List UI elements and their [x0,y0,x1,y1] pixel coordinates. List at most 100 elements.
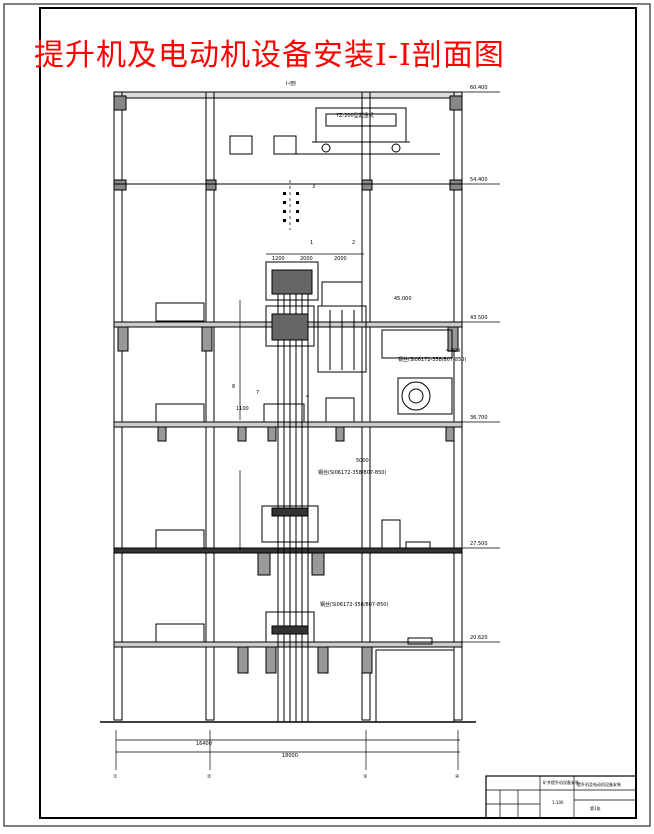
callout: 8 [232,384,235,390]
mark [283,210,286,213]
beam [257,552,271,576]
motor [321,281,363,307]
callout: 4 [306,394,309,400]
dimension-label: 18000 [282,753,298,759]
beam [311,552,325,576]
title-block-frame [485,775,637,819]
elevation-labels: 60.400 54.400 43.500 36.700 27.500 20.62… [470,85,488,641]
beam [267,426,277,442]
title-block-text: 矿井提升机设备安装 提升机及电动机设备安装 1:100 第1张 [543,779,621,811]
platform-clamp [271,507,309,517]
beam [201,326,213,352]
tb-scale: 1:100 [552,800,564,805]
equipment-label: 钢丝(SI06172-358/807-850) [398,356,466,363]
dimension-label: 5000 [356,458,369,464]
equipment-label: YZ-200型起重机 [335,112,374,119]
dimension-label: 16400 [196,741,212,747]
platform [263,403,305,423]
tb-drawing: 提升机及电动机设备安装 [577,781,621,787]
view-label: I-I剖 [286,80,296,87]
hoist-drum [265,261,319,301]
tb-sheet: 第1张 [590,805,601,811]
mark [296,192,299,195]
floor-27 [113,547,463,554]
beam [237,646,249,674]
mark [283,192,286,195]
brick-stack [155,302,205,322]
column-1 [113,91,123,721]
column-head [113,179,127,191]
mark [296,210,299,213]
mark [296,219,299,222]
elevation-label: 20.620 [470,635,488,641]
platform-clamp [271,625,309,635]
callout: 2 [352,240,355,246]
hoist-drum-core [271,269,313,295]
dimension-label: 1200 [272,256,285,262]
floor-36 [113,421,463,428]
column-2 [205,91,215,721]
mark [283,219,286,222]
elevation-label: 27.500 [470,541,488,547]
column-head [449,95,463,111]
callout: 7 [256,390,259,396]
annotation-marks [283,192,299,222]
outer-border [3,3,651,827]
brick-stack [155,403,205,423]
overhead-crane [290,107,440,155]
elevation-label: 54.400 [470,177,488,183]
motor-frame [317,305,367,373]
column-head [361,179,373,191]
crane-wheel [391,143,401,153]
grid-axis-label: ④ [455,774,460,780]
beam [265,646,277,674]
frame-border [39,7,637,819]
beam [117,326,129,352]
column-4 [453,91,463,721]
crane-wheel [321,143,331,153]
equipment-label: 45.000 [394,296,412,302]
equipment-box [407,637,433,645]
platform [261,505,319,543]
hoist-shaft [261,261,453,722]
equipment-label: 4.900 [446,348,460,354]
dimension-label: 1100 [236,406,249,412]
elevation-label: 60.400 [470,85,488,91]
column-head [113,95,127,111]
beam [157,426,167,442]
mark [283,201,286,204]
roof-slab [113,91,463,99]
equipment-label: 钢丝(SI06172-358/807-850) [320,601,388,608]
dimension-lines [115,91,500,770]
sheave-hub [408,388,424,404]
beam [447,326,459,352]
block [273,135,297,155]
elevation-label: 36.700 [470,415,488,421]
beam [237,426,247,442]
dimension-label: 2000 [300,256,313,262]
platform [265,611,315,643]
brick-stack [155,623,205,643]
equipment-box [405,541,431,549]
equipment-box [325,397,355,423]
hoist-frame-core [271,313,309,341]
beam [361,646,373,674]
crane-trolley [325,113,397,127]
dimension-label: 2000 [334,256,347,262]
grid-axis-label: ② [207,774,212,780]
sheave-frame [397,377,453,415]
room [381,329,453,359]
equipment-label: 钢丝(SI06172-358/807-850) [318,469,386,476]
mark [296,201,299,204]
callout: 3 [312,184,315,190]
brick-stack [155,529,205,549]
title-block [485,775,637,819]
column-head [449,179,463,191]
column-head [205,179,217,191]
tb-project: 矿井提升机设备安装 [543,779,579,785]
hoist-frame [265,305,315,347]
drawing-title: 提升机及电动机设备安装I-I剖面图 [34,38,505,73]
beam [335,426,345,442]
